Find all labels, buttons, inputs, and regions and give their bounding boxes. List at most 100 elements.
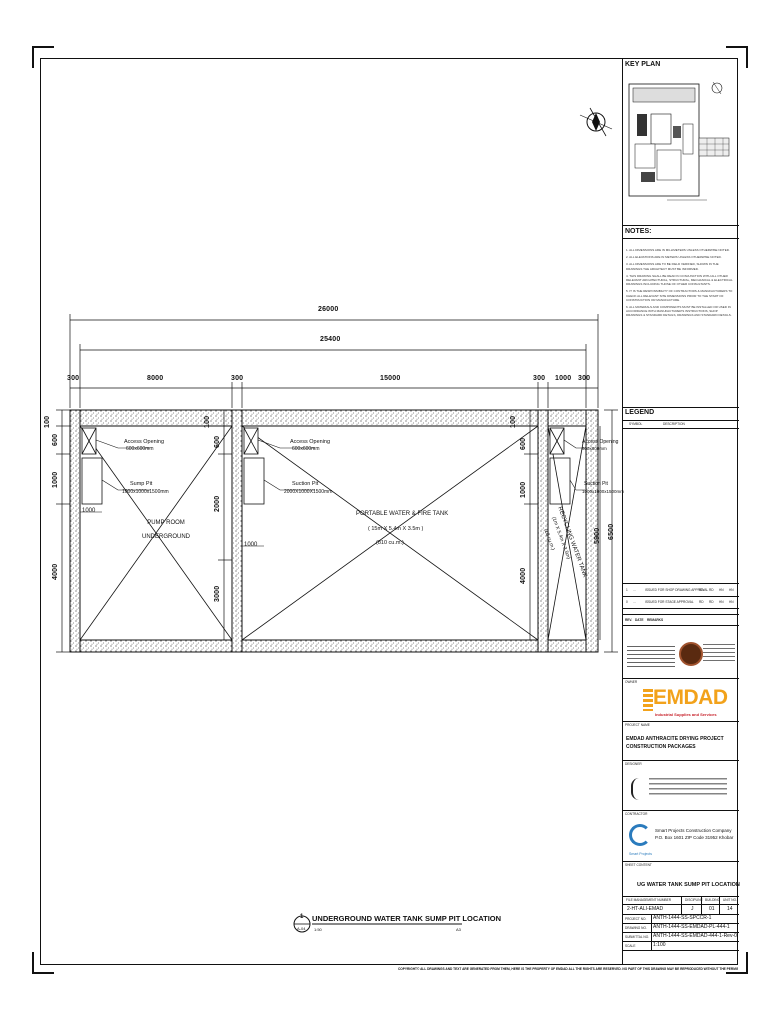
dim-right-inner: 5900 <box>594 527 601 544</box>
recycle-access-label: Access Opening <box>582 439 619 445</box>
note-3: 3. ALL DIMENSIONS ARE TO BE FIELD VERIFI… <box>626 262 719 271</box>
rev-header-rev: REV. <box>625 618 633 622</box>
contractor-label: CONTRACTOR <box>625 812 648 816</box>
owner-tagline: Industrial Supplies and Services <box>655 712 717 717</box>
project-no: ANTH-1444-SS-SPCCR-1 <box>653 915 712 921</box>
engineer-stamp-text <box>627 646 675 670</box>
stamp-area <box>623 628 739 679</box>
tank-walls <box>69 409 599 653</box>
legend-col-symbol: SYMBOL <box>629 422 643 426</box>
dim-seg-4: 15000 <box>380 375 401 382</box>
scale-row: SCALE 1:100 <box>623 941 739 951</box>
pump-sump-size: 1000x1000x1500mm <box>122 489 169 495</box>
info-value-row: 2-HT-ALI-EMAD J 01 14 <box>623 904 739 915</box>
drawing-no: ANTH-1444-SS-EMDAD-PL-444-1 <box>653 924 730 930</box>
notes-heading: NOTES: <box>625 228 652 235</box>
rev-desc: ISSUED FOR STAGE APPROVAL <box>645 600 694 604</box>
info-h1: FILE MANAGEMENT NUMBER <box>626 898 672 902</box>
rev-no: 0 <box>626 600 628 604</box>
dim-seg-7: 300 <box>578 375 591 382</box>
dim-seg-6: 1000 <box>555 375 572 382</box>
crop-mark-br-v <box>746 952 748 974</box>
rev-c4: HN <box>729 600 734 604</box>
owner-label: OWNER <box>625 680 638 684</box>
crop-mark-tl-h <box>32 46 54 48</box>
project-name: EMDAD ANTHRACITE DRYING PROJECT CONSTRUC… <box>626 736 724 750</box>
caption-number: 1 <box>300 914 304 920</box>
revision-row: 1 ... ISSUED FOR SHOP DRAWING APPROVAL R… <box>623 584 739 597</box>
key-plan-image <box>628 81 730 201</box>
tank-access-label: Access Opening <box>290 439 331 445</box>
rev-no: 1 <box>626 588 628 592</box>
rev-date: ... <box>633 600 636 604</box>
scale-value: 1:100 <box>653 942 666 948</box>
info-h3: BUILDING <box>705 898 721 902</box>
revision-table: 1 ... ISSUED FOR SHOP DRAWING APPROVAL R… <box>623 583 739 629</box>
tank-size: ( 15m X 5.4m X 3.5m ) <box>368 526 424 532</box>
divider-project <box>623 760 739 761</box>
title-block: KEY PLAN NOTES: 1. ALL DIMENSIONS ARE IN… <box>622 58 740 965</box>
info-v1: 2-HT-ALI-EMAD <box>627 906 664 912</box>
rev-c2: RD <box>709 600 714 604</box>
info-v3: 01 <box>709 906 715 912</box>
dim-mid-3: 2000 <box>214 495 221 512</box>
dim-inner-width: 25400 <box>320 336 341 343</box>
contractor-logo-text: Smart Projects <box>629 852 652 856</box>
info-col-lines <box>681 896 682 914</box>
caption-scale-right: A3 <box>456 927 461 932</box>
notes-list: 1. ALL DIMENSIONS ARE IN MILLIMETERS UNL… <box>626 248 734 318</box>
note-2: 2. ALL ELEVATIONS ARE IN METERS UNLESS O… <box>626 255 722 260</box>
room-cross-marks <box>79 425 587 641</box>
designer-logo-icon <box>631 778 647 800</box>
rev-date: ... <box>633 588 636 592</box>
rev-c2: RD <box>709 588 714 592</box>
tank-small-dim: 1000 <box>244 542 258 548</box>
note-1: 1. ALL DIMENSIONS ARE IN MILLIMETERS UNL… <box>626 248 730 252</box>
note-5: 5. IT IS THE RESPONSIBILITY OF CONTRACTO… <box>626 289 733 302</box>
rev-desc: ISSUED FOR SHOP DRAWING APPROVAL <box>645 588 709 592</box>
project-name-label: PROJECT NAME <box>625 723 650 727</box>
legend-col-line <box>623 428 739 429</box>
dim-right-1: 100 <box>510 415 517 428</box>
rev-c4: HN <box>729 588 734 592</box>
info-h2: DISCIPLINE <box>685 898 703 902</box>
tank-volume: (810 cu.m.) <box>376 540 404 546</box>
tank-suction-label: Suction Pit <box>292 481 319 487</box>
dim-left-3: 1000 <box>52 471 59 488</box>
tank-access-size: 600x600mm <box>292 446 320 452</box>
caption-title: UNDERGROUND WATER TANK SUMP PIT LOCATION <box>312 914 502 923</box>
contractor-name: Smart Projects Construction Company <box>655 828 732 833</box>
info-v2: J <box>691 906 694 912</box>
submittal-row: SUBMITTAL NO. ANTH-1444-SS-EMDAD-444-1-R… <box>623 932 739 942</box>
dim-right-outer: 6500 <box>608 523 615 540</box>
dimension-lines <box>56 314 618 653</box>
dim-seg-3: 300 <box>231 375 244 382</box>
note-4: 4. THIS DRAWING SHALL BE READ IN CONJUNC… <box>626 273 733 287</box>
owner-logo: EMDAD Industrial Supplies and Services <box>639 686 729 720</box>
info-col-lines-2 <box>701 896 702 914</box>
pump-access-size: 600x600mm <box>126 446 154 452</box>
revision-header: REV. DATE REMARKS <box>623 614 739 626</box>
crop-mark-br-h <box>726 972 748 974</box>
revision-row: 0 ... ISSUED FOR STAGE APPROVAL RD RD HN… <box>623 596 739 609</box>
dim-seg-2: 8000 <box>147 375 164 382</box>
info-v4: 14 <box>727 906 733 912</box>
legend-heading: LEGEND <box>625 409 655 416</box>
dim-right-2: 600 <box>520 437 527 450</box>
pump-small-dim: 1000 <box>82 508 96 514</box>
rev-header-date: DATE <box>635 618 644 622</box>
sump-pits <box>81 427 571 505</box>
sheet-content-label: SHEET CONTENT <box>625 863 652 867</box>
divider-2 <box>623 407 739 408</box>
inner-dims <box>80 511 264 547</box>
pump-sump-label: Sump Pit <box>130 481 153 487</box>
scale-label: SCALE <box>625 944 636 948</box>
dim-seg-1: 300 <box>67 375 80 382</box>
seal-icon <box>679 642 703 666</box>
dim-left-2: 600 <box>52 433 59 446</box>
key-plan-heading: KEY PLAN <box>625 61 661 68</box>
submittal-label: SUBMITTAL NO. <box>625 935 650 939</box>
recycle-suction-size: 1000x1000x1500mm <box>582 489 625 494</box>
caption-sheet: A-04 <box>297 926 306 931</box>
leader-lines <box>95 439 585 491</box>
